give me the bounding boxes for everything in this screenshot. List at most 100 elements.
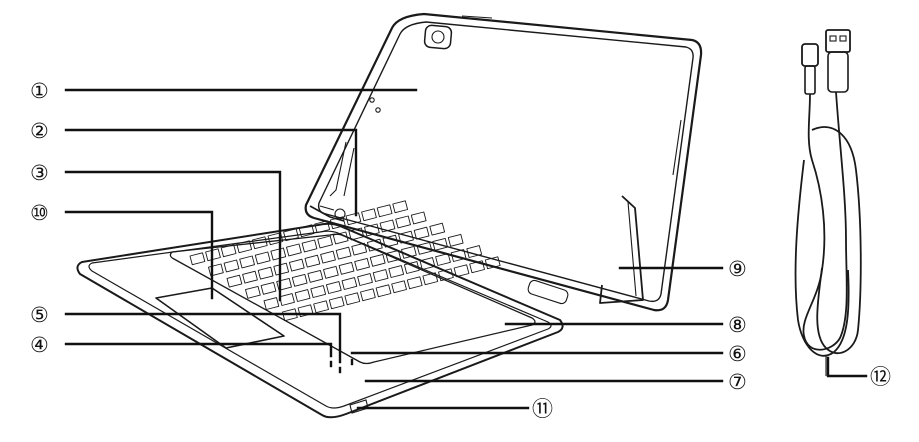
keyboard-key: [435, 253, 451, 266]
leader-12: [826, 356, 868, 378]
keyboard-key: [320, 250, 336, 264]
keyboard-key: [338, 261, 355, 275]
keyboard-key: [282, 308, 298, 322]
keyboard-key: [286, 243, 302, 257]
keyboard-key: [360, 288, 376, 302]
kickstand-illustration: [599, 195, 644, 304]
keyboard-key: [345, 212, 362, 226]
keyboard-key: [304, 254, 321, 268]
keyboard-key: [226, 274, 243, 288]
keyboard-key: [294, 289, 311, 302]
keyboard-key: [416, 241, 433, 255]
keyboard-key: [307, 269, 324, 283]
callouts: ① ② ③ ⑩ ⑤ ④ ⑨ ⑧ ⑥ ⑦ ⑪ ⑫: [30, 79, 891, 421]
keyboard-key: [325, 281, 342, 294]
keyboard-key: [323, 265, 339, 279]
callout-12: ⑫: [870, 365, 891, 389]
usb-cable-illustration: [794, 29, 862, 376]
keyboard-key: [276, 277, 292, 291]
keyboard-key: [372, 269, 389, 282]
keyboard-key: [422, 272, 439, 286]
keyboard-key: [263, 297, 280, 310]
keyboard-key: [450, 249, 467, 262]
keyboard-key: [364, 223, 380, 237]
callout-4: ④: [30, 333, 49, 357]
keyboard-key: [357, 273, 373, 286]
keyboard-key: [403, 261, 420, 274]
keyboard-key: [208, 263, 224, 277]
keyboard-key: [223, 259, 240, 273]
keyboard-key: [329, 216, 346, 230]
keyboard-key: [344, 292, 361, 306]
leader-5: [64, 312, 342, 364]
keyboard-key: [257, 266, 274, 280]
keyboard-key: [369, 253, 386, 267]
keyboard-key: [429, 222, 446, 236]
keyboard-key: [310, 285, 327, 298]
keyboard-key: [270, 247, 287, 261]
keyboard-key: [291, 273, 308, 287]
keyboard-key: [388, 265, 405, 278]
callout-9: ⑨: [728, 257, 747, 281]
keyboard-key: [283, 228, 299, 242]
keyboard-key: [317, 235, 333, 249]
keyboard-case-illustration: [76, 200, 564, 419]
leader-lines: [64, 88, 868, 410]
keyboard-key: [484, 256, 501, 270]
keyboard-key: [366, 238, 383, 252]
keyboard-key: [419, 257, 436, 270]
keyboard-key: [432, 237, 448, 251]
keyboard-key: [351, 242, 368, 256]
keyboard-key: [313, 300, 329, 314]
keyboard-key: [413, 226, 430, 240]
keyboard-key: [341, 277, 358, 290]
keyboard-key: [438, 268, 454, 282]
keyboard-key: [205, 248, 221, 262]
callout-5: ⑤: [30, 303, 49, 327]
keyboard-key: [288, 258, 305, 272]
keyboard-key: [382, 234, 399, 248]
keyboard-key: [410, 211, 427, 225]
keyboard-key: [406, 276, 423, 290]
keyboard-key: [220, 244, 237, 258]
keyboard-key: [254, 251, 271, 265]
keyboard-key: [314, 220, 331, 234]
callout-11: ⑪: [532, 397, 553, 421]
callout-6: ⑥: [728, 342, 747, 366]
keyboard-key: [239, 255, 255, 269]
keyboard-key: [332, 231, 349, 245]
keyboard-key: [267, 232, 284, 246]
keyboard-key: [379, 219, 396, 233]
keyboard-key: [466, 245, 483, 258]
callout-3: ③: [30, 161, 49, 185]
callout-2: ②: [30, 119, 49, 143]
keyboard-key: [398, 230, 414, 244]
keyboard-key: [348, 227, 365, 241]
callout-10: ⑩: [30, 201, 49, 225]
keyboard-key: [354, 257, 370, 271]
keyboard-key: [260, 281, 277, 295]
keyboard-key: [236, 240, 253, 254]
tablet-illustration: [304, 12, 703, 312]
leader-10: [64, 210, 214, 300]
callout-8: ⑧: [728, 313, 747, 337]
keyboard-key: [453, 264, 470, 278]
keyboard-key: [395, 215, 411, 229]
keyboard-key: [376, 204, 393, 218]
keyboard-key: [375, 284, 392, 298]
keyboard-key: [298, 224, 315, 238]
keyboard-key: [391, 280, 407, 294]
keyboard-key: [447, 233, 464, 247]
keyboard-key: [361, 208, 377, 222]
leader-4: [64, 342, 333, 358]
keyboard-key: [401, 245, 417, 259]
keyboard-key: [385, 249, 402, 263]
leader-2: [64, 128, 358, 217]
leader-3: [64, 170, 282, 302]
keyboard-key: [251, 236, 268, 250]
keyboard-key: [328, 296, 345, 310]
keyboard-key: [242, 270, 258, 284]
keyboard-key: [279, 293, 295, 306]
keyboard-key: [189, 252, 206, 266]
